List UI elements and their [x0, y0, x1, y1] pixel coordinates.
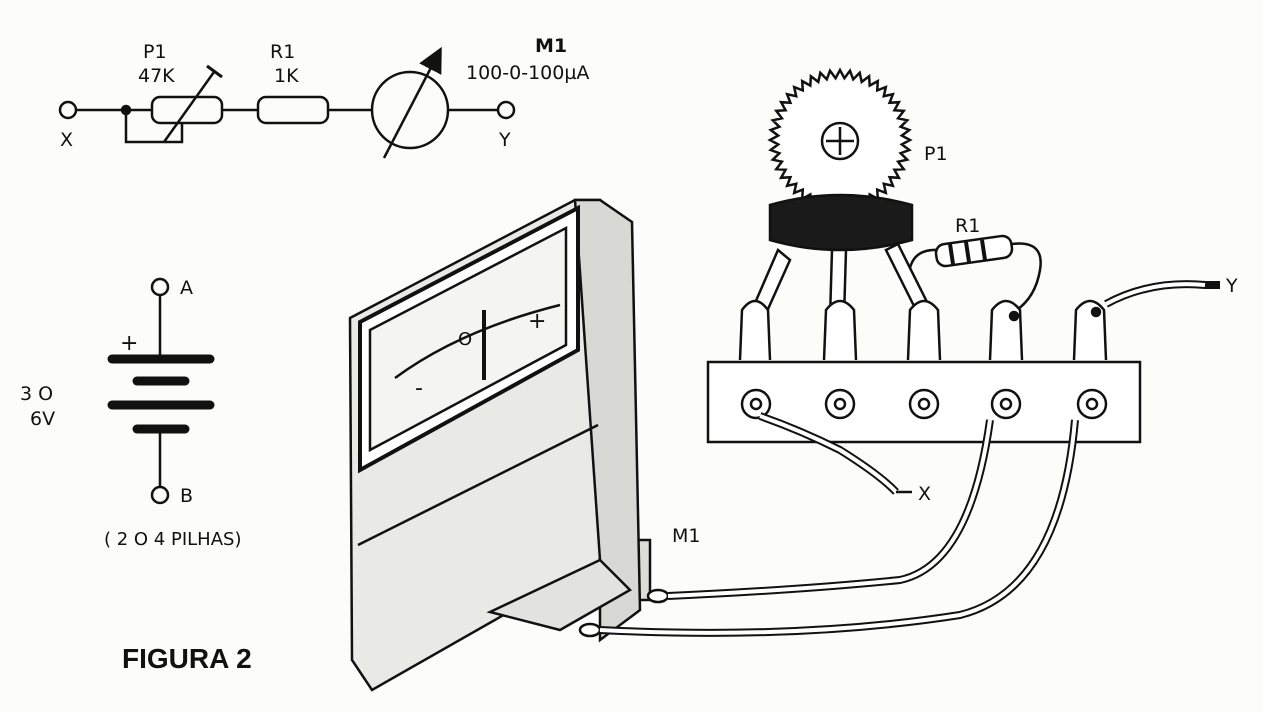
wire-meter-1-inner: [667, 419, 992, 598]
battery-plus-label: +: [120, 331, 138, 356]
battery-voltage-line2: 6V: [30, 408, 55, 430]
battery-note: ( 2 O 4 PILHAS): [104, 529, 241, 550]
lug-4: [988, 299, 1024, 361]
terminal-screw-5: [1076, 388, 1108, 420]
terminal-screw-3: [908, 388, 940, 420]
assembly-x-label: X: [918, 483, 931, 505]
meter-assembly: [348, 198, 670, 692]
meter-post-2: [578, 622, 602, 638]
assembly-m1-label: M1: [672, 525, 700, 547]
potentiometer-arrow-tip: [206, 64, 223, 79]
terminal-strip-icon: [706, 299, 1142, 444]
wire-p1-wiper: [124, 110, 184, 144]
lug-4-hole: [1008, 310, 1020, 322]
meter-post-1: [646, 588, 670, 604]
schematic: [58, 46, 516, 159]
scale-minus-label: -: [415, 376, 423, 401]
resistor-icon: [256, 95, 330, 125]
meter-window: [368, 225, 568, 453]
meter-scale-arc: [394, 303, 561, 380]
terminal-y-circle: [496, 100, 516, 120]
m1-range-label: 100-0-100µA: [466, 62, 589, 84]
lug-3: [906, 299, 942, 361]
resistor-band-2: [964, 241, 971, 263]
battery-icon: [107, 277, 215, 505]
terminal-x-circle: [58, 100, 78, 120]
potentiometer-assembly: [750, 67, 934, 320]
terminal-screw-2: [824, 388, 856, 420]
terminal-a-label: A: [180, 277, 193, 299]
lug-2: [822, 299, 858, 361]
potentiometer-body: [768, 193, 914, 252]
resistor-lead-right: [1011, 242, 1042, 315]
lug-5: [1072, 299, 1108, 361]
meter-arrow: [382, 46, 442, 159]
meter-base: [486, 558, 633, 632]
terminal-x-label: X: [60, 129, 73, 151]
terminal-b-label: B: [180, 485, 193, 507]
terminal-a-circle: [150, 277, 170, 297]
scale-plus-label: +: [528, 309, 546, 334]
scale-zero-label: O: [458, 329, 472, 350]
terminal-y-label: Y: [498, 129, 511, 151]
r1-name-label: R1: [270, 41, 295, 63]
wire-y-inner: [1105, 282, 1206, 306]
r1-value-label: 1K: [274, 65, 299, 87]
wiring: [599, 280, 1220, 637]
figure-title: FIGURA 2: [122, 643, 252, 674]
resistor-band-3: [980, 239, 987, 261]
lug-5-hole: [1090, 306, 1102, 318]
assembly-p1-label: P1: [924, 143, 948, 165]
p1-value-label: 47K: [138, 65, 175, 87]
wire-x-inner: [759, 414, 898, 494]
terminal-b-circle: [150, 485, 170, 505]
potentiometer-arrow: [162, 71, 216, 143]
wire-meter-2-inner: [599, 419, 1077, 635]
assembly-y-label: Y: [1225, 275, 1238, 297]
p1-name-label: P1: [143, 41, 167, 63]
m1-name-label: M1: [535, 35, 567, 57]
meter-case-seam: [357, 423, 599, 547]
assembly-r1-label: R1: [955, 215, 980, 237]
terminal-screw-1: [740, 388, 772, 420]
resistor-band-1: [948, 243, 955, 265]
terminal-screw-4: [990, 388, 1022, 420]
resistor-assembly: [908, 234, 1042, 315]
resistor-icon-body: [934, 234, 1014, 268]
battery-voltage-line1: 3 O: [20, 383, 53, 405]
lug-1: [738, 299, 772, 361]
